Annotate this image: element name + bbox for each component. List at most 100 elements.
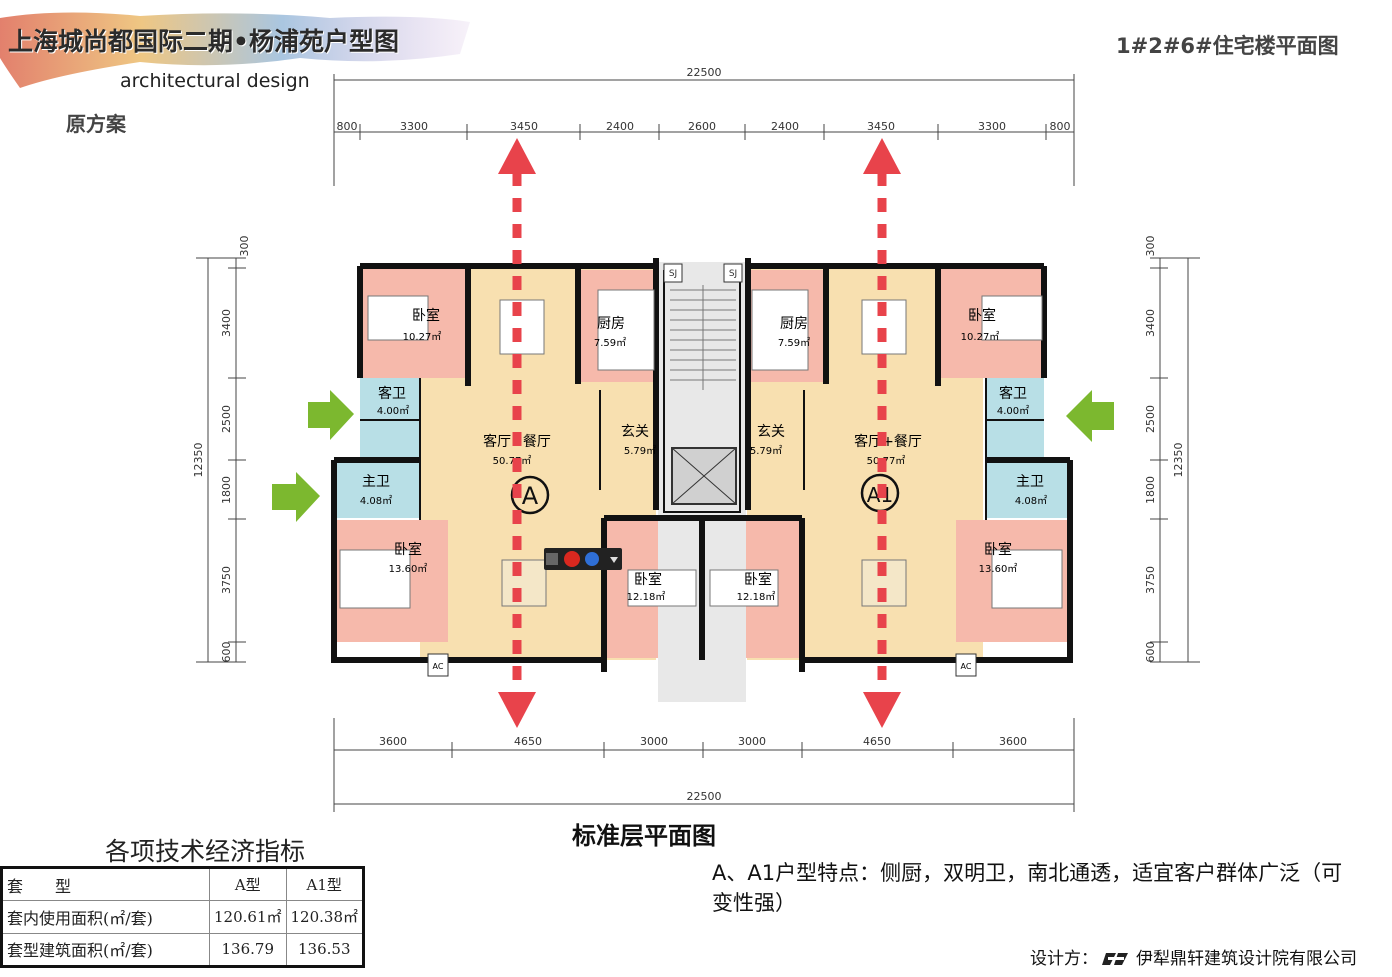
room-label-master-bath: 主卫	[1016, 474, 1044, 490]
walls	[331, 258, 1073, 672]
down-arrow-icon	[498, 692, 536, 728]
dim-top: 3300	[978, 120, 1006, 133]
room-area: 4.08㎡	[360, 495, 392, 507]
partitions	[360, 270, 1044, 520]
dim-right: 300	[1144, 236, 1157, 257]
dim-top: 3300	[400, 120, 428, 133]
dim-top: 800	[337, 120, 358, 133]
room-area: 13.60㎡	[979, 563, 1018, 575]
unit-features: A、A1户型特点：侧厨，双明卫，南北通透，适宜客户群体广泛（可变性强）	[712, 861, 1343, 915]
ac-box	[427, 653, 449, 677]
dim-bottom: 3000	[640, 735, 668, 748]
dim-top: 2400	[606, 120, 634, 133]
dim-right: 1800	[1144, 476, 1157, 504]
table-header-cell: A型	[209, 866, 287, 902]
room-label-foyer: 玄关	[621, 423, 649, 440]
room-area: 12.18㎡	[627, 591, 666, 603]
room-label-bedroom: 卧室	[394, 541, 422, 558]
room-label-bedroom: 卧室	[634, 571, 662, 588]
dim-bottom: 3000	[738, 735, 766, 748]
floor-plan: 22500 800 3300 3450 2400 2600 2400 3450 …	[192, 66, 1200, 812]
dim-top: 800	[1050, 120, 1071, 133]
room-area: 10.27㎡	[403, 331, 442, 343]
room-area: 12.18㎡	[737, 591, 776, 603]
sogou-icon[interactable]	[564, 551, 580, 567]
sj-label: SJ	[729, 269, 737, 279]
table-cell: 136.79	[209, 932, 287, 968]
table-cell: 120.61㎡	[209, 900, 287, 934]
table-cell: 套型建筑面积(㎡/套)	[1, 932, 210, 968]
building-label: 1#2#6#住宅楼平面图	[1116, 34, 1339, 58]
furniture	[339, 289, 1063, 609]
table-cell: 套内使用面积(㎡/套)	[1, 900, 210, 934]
room-area: 10.27㎡	[961, 331, 1000, 343]
room-area: 7.59㎡	[594, 337, 626, 349]
designer-credit: 设计方： 伊犁鼎轩建筑设计院有限公司	[1030, 944, 1357, 969]
dim-right: 2500	[1144, 405, 1157, 433]
page-title: 上海城尚都国际二期•杨浦苑户型图	[8, 27, 399, 56]
table-header-cell: 套 型	[1, 866, 210, 902]
room-area: 4.00㎡	[997, 405, 1029, 417]
dim-left-total: 12350	[192, 443, 205, 478]
table-header-cell: A1型	[285, 866, 364, 902]
floating-toolbar[interactable]	[544, 548, 622, 570]
room-label-living: 客厅+餐厅	[854, 433, 922, 450]
room-label-guest-bath: 客卫	[999, 385, 1027, 402]
svg-text:A: A	[522, 482, 539, 510]
dim-left: 3750	[220, 566, 233, 594]
stairs	[670, 285, 736, 390]
room-label-kitchen: 厨房	[597, 316, 625, 332]
dim-right-total: 12350	[1172, 443, 1185, 478]
dim-left: 300	[238, 236, 251, 257]
room-label-foyer: 玄关	[757, 423, 785, 440]
room-area: 4.08㎡	[1015, 495, 1047, 507]
econ-title: 各项技术经济指标	[105, 837, 306, 866]
left-arrow-icon	[1066, 390, 1114, 442]
dim-top: 3450	[510, 120, 538, 133]
dim-bottom: 3600	[999, 735, 1027, 748]
help-icon[interactable]	[585, 552, 599, 566]
right-arrow-icon	[272, 472, 320, 522]
right-arrow-icon	[308, 390, 354, 440]
dim-top: 3450	[867, 120, 895, 133]
scheme-label: 原方案	[66, 112, 126, 136]
company-logo-icon	[1102, 953, 1128, 965]
ac-label: AC	[961, 662, 972, 671]
ac-label: AC	[433, 662, 444, 671]
company-name: 伊犁鼎轩建筑设计院有限公司	[1136, 949, 1357, 969]
table-row: 套 型 A型 A1型	[1, 866, 364, 902]
dim-left: 600	[220, 642, 233, 663]
down-arrow-icon	[863, 692, 901, 728]
grip-icon	[546, 553, 558, 565]
dim-bottom: 4650	[514, 735, 542, 748]
entry-arrows	[272, 390, 1114, 522]
ventilation-arrows	[498, 138, 901, 728]
room-area: 5.79㎡	[624, 445, 656, 457]
shaft-box	[663, 263, 683, 283]
room-area: 7.59㎡	[778, 337, 810, 349]
room-label-kitchen: 厨房	[780, 316, 808, 332]
econ-table: 套 型 A型 A1型 套内使用面积(㎡/套) 120.61㎡ 120.38㎡ 套…	[0, 866, 365, 968]
room-label-guest-bath: 客卫	[378, 385, 406, 402]
ac-box	[955, 653, 977, 677]
dim-top-total: 22500	[687, 66, 722, 79]
room-label-bedroom: 卧室	[412, 307, 440, 324]
shaft-box	[723, 263, 743, 283]
table-cell: 136.53	[285, 932, 364, 968]
room-label-bedroom: 卧室	[968, 307, 996, 324]
chevron-down-icon[interactable]	[610, 557, 618, 563]
table-row: 套内使用面积(㎡/套) 120.61㎡ 120.38㎡	[1, 900, 364, 934]
sj-label: SJ	[669, 269, 677, 279]
page-subtitle: architectural design	[120, 70, 310, 92]
room-label-master-bath: 主卫	[362, 474, 390, 490]
dim-right: 3750	[1144, 566, 1157, 594]
room-area: 5.79㎡	[750, 445, 782, 457]
paint-splash-decoration	[0, 12, 470, 88]
dim-right: 600	[1144, 642, 1157, 663]
designer-label: 设计方：	[1030, 949, 1098, 969]
table-row: 套型建筑面积(㎡/套) 136.79 136.53	[1, 932, 364, 968]
room-area: 13.60㎡	[389, 563, 428, 575]
dim-right: 3400	[1144, 309, 1157, 337]
up-arrow-icon	[863, 138, 901, 174]
plan-title: 标准层平面图	[572, 822, 716, 850]
